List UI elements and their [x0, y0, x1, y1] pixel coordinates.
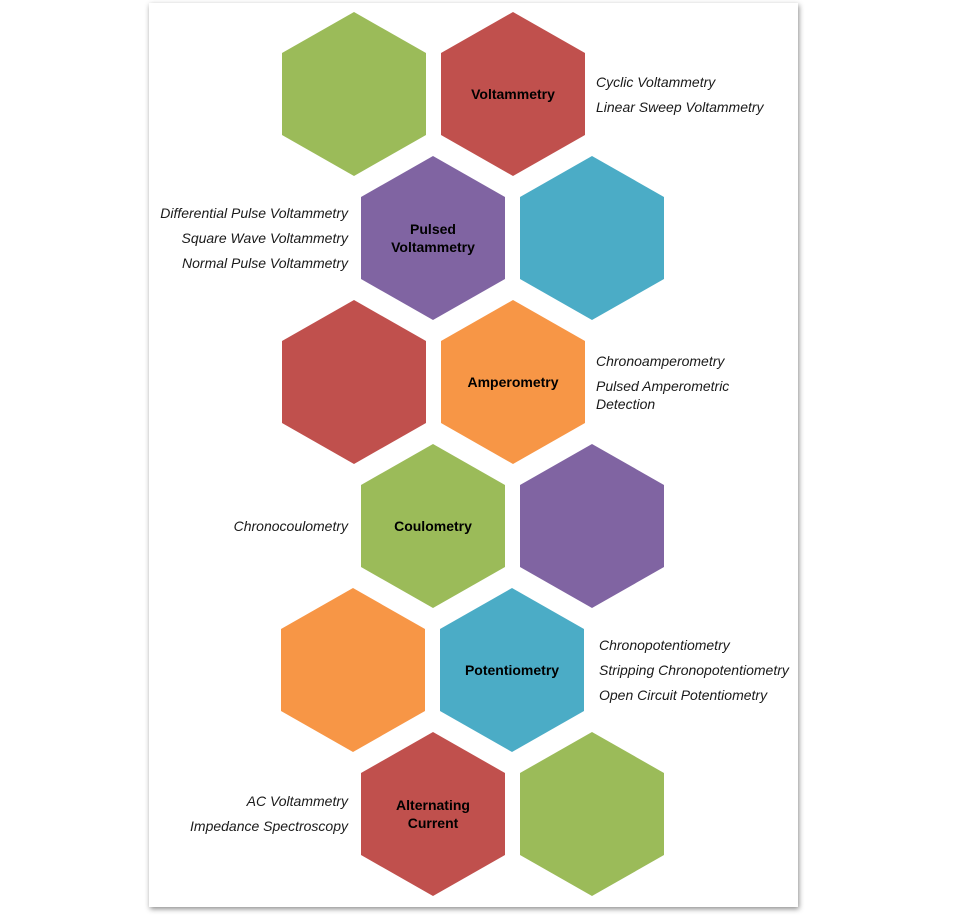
- hex-label-amperometry: Amperometry: [467, 374, 559, 390]
- hex-label-coulometry: Coulometry: [394, 518, 472, 534]
- technique-item: Chronocoulometry: [233, 518, 348, 534]
- hex-label-alternating-current: Alternating Current: [396, 797, 470, 831]
- technique-list-alternating-current: AC Voltammetry Impedance Spectroscopy: [190, 792, 348, 835]
- hex-amperometry: Amperometry: [441, 300, 585, 464]
- hex-decorative-red-1: [282, 300, 426, 464]
- hex-label-pulsed-voltammetry: Pulsed Voltammetry: [391, 221, 475, 255]
- technique-item: Normal Pulse Voltammetry: [182, 255, 348, 271]
- technique-item: Square Wave Voltammetry: [181, 230, 348, 246]
- technique-list-pulsed-voltammetry: Differential Pulse Voltammetry Square Wa…: [160, 204, 348, 272]
- technique-item: Chronoamperometry: [596, 353, 725, 369]
- technique-item: AC Voltammetry: [246, 793, 348, 809]
- technique-item: Pulsed Amperometric Detection: [596, 378, 730, 412]
- technique-item: Chronopotentiometry: [599, 637, 730, 653]
- technique-list-potentiometry: Chronopotentiometry Stripping Chronopote…: [599, 636, 789, 704]
- technique-list-amperometry: Chronoamperometry Pulsed Amperometric De…: [596, 352, 756, 413]
- technique-list-coulometry: Chronocoulometry: [234, 517, 348, 535]
- hex-label-potentiometry: Potentiometry: [464, 662, 560, 678]
- technique-item: Differential Pulse Voltammetry: [160, 205, 348, 221]
- technique-item: Linear Sweep Voltammetry: [596, 99, 764, 115]
- technique-item: Open Circuit Potentiometry: [599, 687, 768, 703]
- technique-item: Cyclic Voltammetry: [596, 74, 716, 90]
- hex-label-voltammetry: Voltammetry: [471, 86, 555, 102]
- technique-item: Stripping Chronopotentiometry: [599, 662, 789, 678]
- technique-list-voltammetry: Cyclic Voltammetry Linear Sweep Voltamme…: [596, 73, 764, 116]
- technique-item: Impedance Spectroscopy: [190, 818, 348, 834]
